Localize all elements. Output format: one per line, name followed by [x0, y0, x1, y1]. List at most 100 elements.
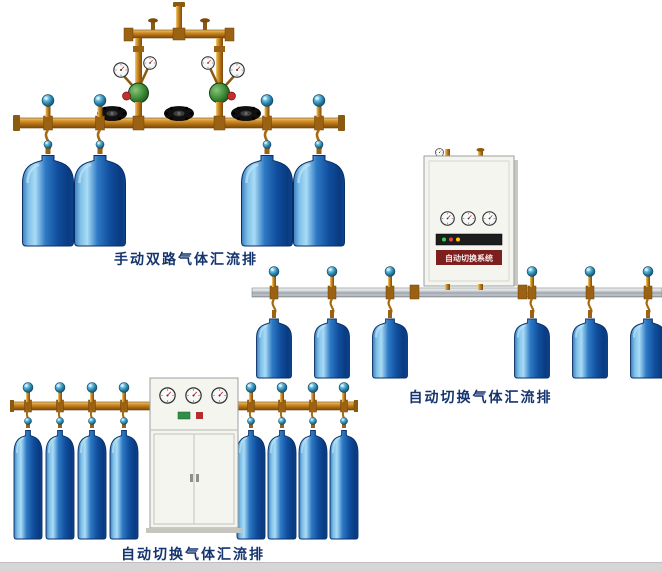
- pressure-gauge: [211, 387, 228, 404]
- valve-knob: [93, 94, 107, 107]
- pressure-regulator-right: [201, 56, 245, 119]
- cylinder-station: [13, 382, 43, 540]
- pressure-regulator-left: [113, 56, 157, 119]
- cylinder-station: [329, 382, 359, 540]
- pressure-gauge: [113, 62, 129, 78]
- valve-knob: [41, 94, 55, 107]
- door-handle: [196, 474, 199, 482]
- cylinder-station: [77, 382, 107, 540]
- label-plate: [436, 250, 502, 265]
- valve-knob: [338, 382, 350, 393]
- auto-switch-wall-manifold-illustration: 自动切换系统: [251, 148, 662, 379]
- valve-knob: [642, 266, 654, 277]
- gas-cylinder: [21, 154, 75, 247]
- gas-cylinder: [73, 154, 127, 247]
- cylinder-station: [73, 94, 127, 247]
- cylinder-station: [21, 94, 75, 247]
- bottom-border-strip: [0, 562, 662, 572]
- valve-knob: [526, 266, 538, 277]
- cylinder-station: [313, 266, 351, 379]
- shutoff-handwheel: [163, 105, 195, 122]
- cylinder-valve-knob: [340, 417, 348, 425]
- gas-cylinder: [329, 429, 359, 540]
- regulator-knob: [227, 91, 236, 101]
- pressure-gauge: [143, 56, 157, 70]
- pressure-gauge: [482, 211, 497, 226]
- regulator-knob: [122, 91, 131, 101]
- manual-dual-manifold-illustration: [13, 2, 346, 247]
- gas-cylinder: [13, 429, 43, 540]
- main-manifold-pipe: [13, 105, 345, 131]
- valve-knob: [260, 94, 274, 107]
- cylinder-valve-knob: [247, 417, 255, 425]
- indicator-red: [196, 412, 203, 419]
- cylinder-station: [292, 94, 346, 247]
- product-caption-manual-dual: 手动双路气体汇流排: [114, 252, 258, 268]
- cylinder-station: [629, 266, 662, 379]
- cylinder-station: [267, 382, 297, 540]
- cylinder-station: [571, 266, 609, 379]
- cylinder-valve-knob: [120, 417, 128, 425]
- gas-cylinder: [313, 317, 351, 379]
- indicator-green: [177, 411, 191, 420]
- pressure-gauge: [159, 387, 176, 404]
- valve-knob: [268, 266, 280, 277]
- cylinder-valve-knob: [95, 140, 105, 149]
- valve-knob: [326, 266, 338, 277]
- cylinder-station: [298, 382, 328, 540]
- status-led-green: [442, 237, 446, 242]
- valve-knob: [276, 382, 288, 393]
- cylinder-valve-knob: [278, 417, 286, 425]
- product-caption-auto-floor: 自动切换气体汇流排: [121, 547, 265, 563]
- cylinder-station: [371, 266, 409, 379]
- gas-cylinder: [77, 429, 107, 540]
- product-caption-auto-wall: 自动切换气体汇流排: [408, 390, 553, 406]
- valve-knob: [22, 382, 34, 393]
- valve-knob: [307, 382, 319, 393]
- valve-knob: [118, 382, 130, 393]
- gas-cylinder: [513, 317, 551, 379]
- indicator-panel: [435, 233, 503, 246]
- pressure-gauge: [185, 387, 202, 404]
- valve-knob: [245, 382, 257, 393]
- gas-cylinder: [109, 429, 139, 540]
- valve-knob: [54, 382, 66, 393]
- cylinder-station: [45, 382, 75, 540]
- pressure-gauge: [201, 56, 215, 70]
- cabinet-door: [193, 433, 235, 525]
- cabinet-label: 自动切换系统: [445, 253, 493, 263]
- pressure-gauge: [229, 62, 245, 78]
- cylinder-station: [513, 266, 551, 379]
- cylinder-valve-knob: [88, 417, 96, 425]
- cylinder-valve-knob: [24, 417, 32, 425]
- cylinder-station: [109, 382, 139, 540]
- gas-cylinder: [255, 317, 293, 379]
- cylinder-valve-knob: [43, 140, 53, 149]
- auto-switch-floor-manifold-illustration: [10, 377, 359, 540]
- valve-knob: [86, 382, 98, 393]
- status-led-yellow: [456, 237, 460, 242]
- gas-cylinder: [629, 317, 662, 379]
- gas-cylinder: [571, 317, 609, 379]
- gas-cylinder: [371, 317, 409, 379]
- gas-cylinder: [45, 429, 75, 540]
- control-cabinet: [146, 377, 242, 533]
- pressure-gauge: [435, 148, 444, 157]
- valve-knob: [384, 266, 396, 277]
- pressure-gauge: [461, 211, 476, 226]
- status-led-red: [449, 237, 453, 242]
- door-handle: [190, 474, 193, 482]
- valve-knob: [312, 94, 326, 107]
- top-header-pipes: [123, 2, 235, 84]
- control-cabinet: 自动切换系统: [423, 148, 518, 290]
- manifold-pipe-right: [237, 400, 358, 412]
- cabinet-base: [146, 528, 242, 533]
- gas-cylinder: [267, 429, 297, 540]
- cylinder-valve-knob: [309, 417, 317, 425]
- cylinder-valve-knob: [56, 417, 64, 425]
- cylinder-station: [236, 382, 266, 540]
- manifold-pipe: [251, 284, 662, 300]
- shutoff-handwheel: [230, 105, 262, 122]
- gas-cylinder: [236, 429, 266, 540]
